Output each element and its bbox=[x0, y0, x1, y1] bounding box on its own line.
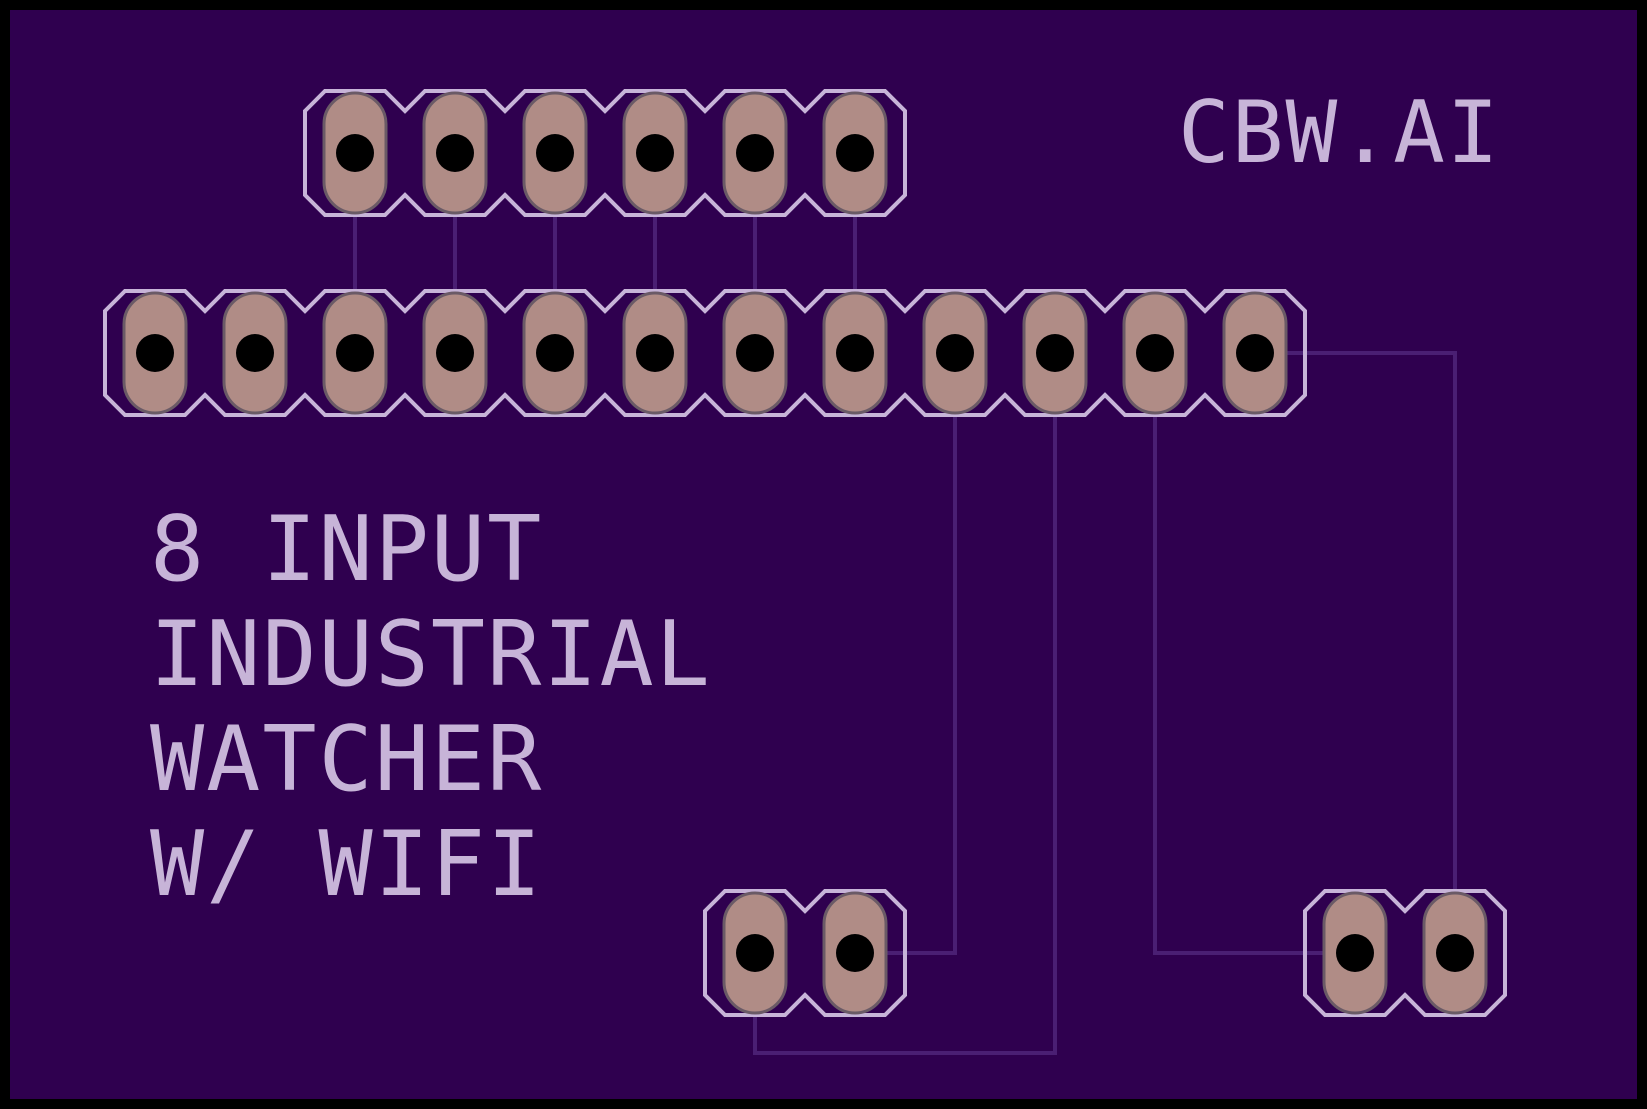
title-line-1: 8 INPUT bbox=[150, 497, 543, 602]
title-line-2: INDUSTRIAL bbox=[150, 602, 712, 707]
trace-main11-to-br1 bbox=[1153, 353, 1355, 955]
top-drill-2 bbox=[436, 134, 474, 172]
bottom-right-drill-1 bbox=[1336, 934, 1374, 972]
bottom-left-drill-2 bbox=[836, 934, 874, 972]
title-line-4: W/ WIFI bbox=[150, 812, 543, 917]
main-drill-10 bbox=[1036, 334, 1074, 372]
bottom-left-drill-1 bbox=[736, 934, 774, 972]
top-drill-4 bbox=[636, 134, 674, 172]
top-drill-6 bbox=[836, 134, 874, 172]
header-outline-bottom-left bbox=[703, 889, 907, 1017]
header-silkscreen-outlines bbox=[103, 89, 1507, 1017]
header-outline-main bbox=[103, 289, 1307, 417]
main-drill-9 bbox=[936, 334, 974, 372]
main-drill-2 bbox=[236, 334, 274, 372]
main-drill-7 bbox=[736, 334, 774, 372]
through-hole-pads bbox=[122, 91, 1488, 1015]
main-drill-11 bbox=[1136, 334, 1174, 372]
board-title: 8 INPUT INDUSTRIAL WATCHER W/ WIFI bbox=[150, 497, 712, 917]
header-outline-bottom-right bbox=[1303, 889, 1507, 1017]
brand-label: CBW.AI bbox=[1178, 83, 1501, 183]
main-drill-1 bbox=[136, 334, 174, 372]
main-drill-4 bbox=[436, 334, 474, 372]
main-drill-6 bbox=[636, 334, 674, 372]
main-drill-5 bbox=[536, 334, 574, 372]
bottom-right-drill-2 bbox=[1436, 934, 1474, 972]
top-drill-5 bbox=[736, 134, 774, 172]
main-drill-8 bbox=[836, 334, 874, 372]
header-outline-top bbox=[303, 89, 907, 217]
trace-main9-to-bl2 bbox=[855, 353, 957, 955]
top-drill-3 bbox=[536, 134, 574, 172]
trace-main12-to-br2 bbox=[1255, 351, 1457, 953]
title-line-3: WATCHER bbox=[150, 707, 543, 812]
main-drill-12 bbox=[1236, 334, 1274, 372]
main-drill-3 bbox=[336, 334, 374, 372]
top-drill-1 bbox=[336, 134, 374, 172]
